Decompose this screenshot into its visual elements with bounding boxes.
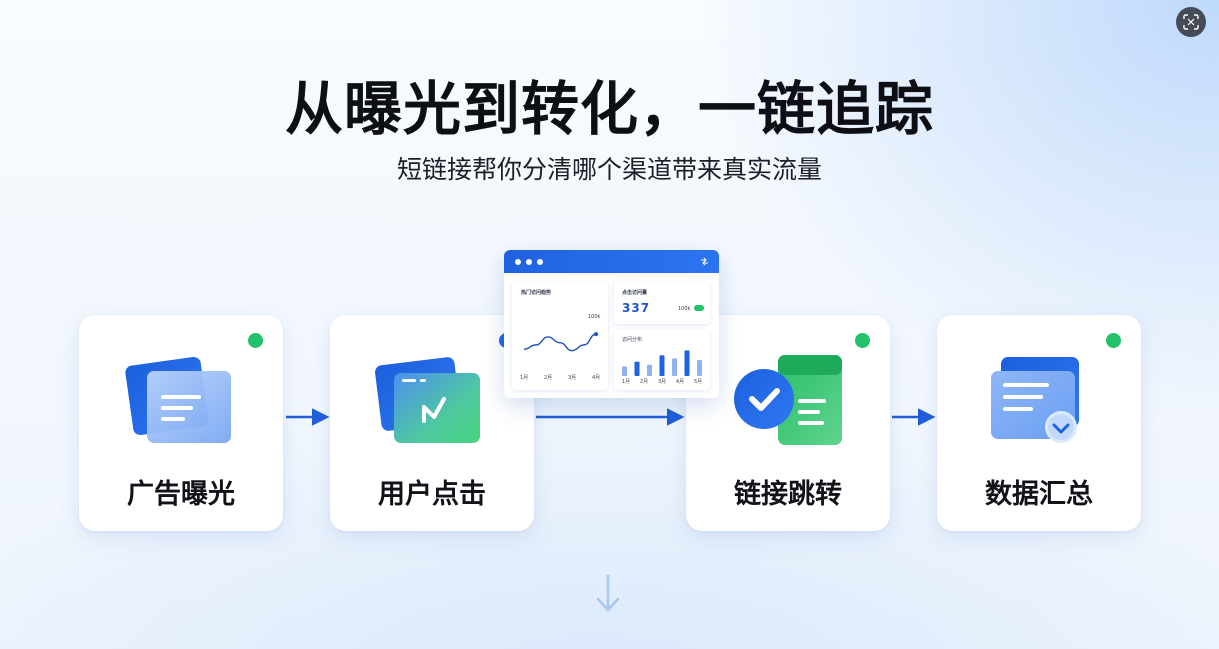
trend-x-label: 3月 bbox=[568, 375, 577, 381]
down-arrow-icon bbox=[596, 575, 620, 612]
status-dot bbox=[855, 333, 870, 348]
distribution-bar bbox=[634, 361, 640, 376]
step-label: 用户点击 bbox=[378, 479, 486, 510]
data-summary-icon bbox=[991, 357, 1079, 443]
share-icon bbox=[701, 257, 708, 266]
page-subtitle: 短链接帮你分清哪个渠道带来真实流量 bbox=[396, 155, 822, 184]
page-title: 从曝光到转化，一链追踪 bbox=[284, 75, 934, 143]
stat-panel-title: 点击访问量 bbox=[622, 290, 648, 296]
stat-panel: 点击访问量 337 100k bbox=[614, 282, 710, 324]
distribution-bar bbox=[622, 366, 627, 376]
trend-x-labels: 1月 2月 3月 4月 bbox=[520, 374, 600, 382]
step-label: 广告曝光 bbox=[127, 479, 235, 510]
bar-x-label: 1月 bbox=[622, 379, 631, 385]
scan-button[interactable] bbox=[1176, 7, 1206, 37]
status-dot bbox=[248, 333, 263, 348]
distribution-bar bbox=[659, 355, 665, 376]
analytics-dashboard-window: 热门访问趋势 100k 1月 2月 3月 4月 点击访问量 337 100k 访问分布… bbox=[504, 250, 719, 398]
stat-value: 337 bbox=[622, 301, 651, 315]
step-label: 数据汇总 bbox=[985, 479, 1093, 510]
bar-panel: 访问分布 1月 2月 3月 4月 5月 bbox=[614, 330, 710, 390]
scan-icon bbox=[1183, 14, 1199, 30]
trend-end-point bbox=[594, 332, 598, 337]
bar-panel-title: 访问分布 bbox=[622, 337, 643, 343]
step-card-link-redirect[interactable]: 链接跳转 bbox=[686, 315, 890, 531]
trend-x-label: 1月 bbox=[520, 375, 529, 381]
stat-badge: 100k bbox=[678, 306, 691, 312]
distribution-bar bbox=[647, 364, 652, 376]
trend-x-label: 4月 bbox=[592, 375, 601, 381]
bar-x-label: 4月 bbox=[676, 379, 685, 385]
click-card-icon bbox=[375, 357, 480, 443]
step-card-data-summary[interactable]: 数据汇总 bbox=[937, 315, 1141, 531]
trend-panel: 热门访问趋势 100k 1月 2月 3月 4月 bbox=[512, 282, 608, 390]
step-label: 链接跳转 bbox=[734, 479, 842, 510]
trend-x-label: 2月 bbox=[544, 375, 553, 381]
bar-x-label: 2月 bbox=[640, 379, 649, 385]
window-titlebar bbox=[504, 250, 719, 273]
bar-x-label: 5月 bbox=[694, 379, 703, 385]
ad-document-icon bbox=[125, 356, 231, 443]
trend-panel-title: 热门访问趋势 bbox=[521, 290, 552, 296]
distribution-bar bbox=[684, 350, 690, 376]
distribution-bar-chart bbox=[622, 350, 702, 376]
trend-line-chart bbox=[523, 332, 598, 352]
step-card-user-click[interactable]: 用户点击 bbox=[330, 315, 534, 531]
bar-x-label: 3月 bbox=[658, 379, 667, 385]
toggle-switch bbox=[694, 305, 704, 311]
distribution-bar bbox=[672, 358, 677, 376]
bar-x-labels: 1月 2月 3月 4月 5月 bbox=[622, 378, 702, 386]
distribution-bar bbox=[697, 360, 702, 376]
step-card-ad-exposure[interactable]: 广告曝光 bbox=[79, 315, 283, 531]
trend-line bbox=[523, 333, 597, 352]
check-redirect-icon bbox=[734, 355, 842, 445]
trend-panel-badge: 100k bbox=[588, 314, 601, 320]
status-dot bbox=[1106, 333, 1121, 348]
